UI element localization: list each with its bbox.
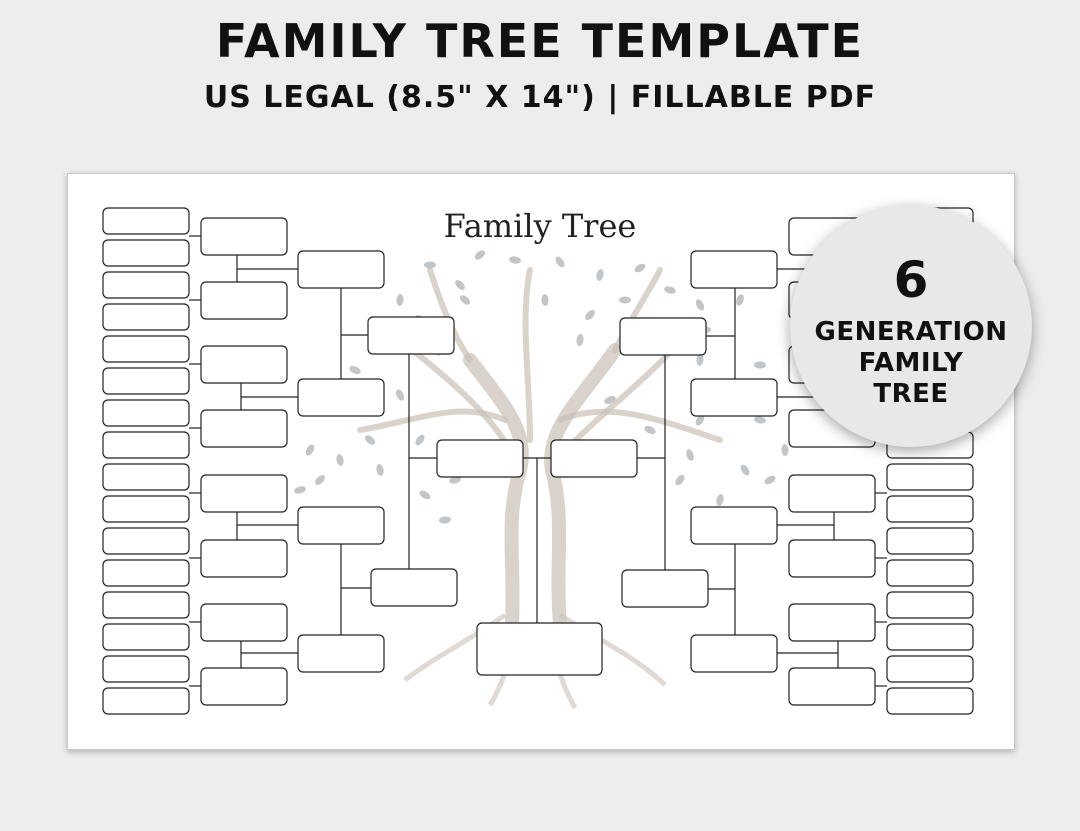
tree-leaf <box>619 296 631 303</box>
tree-leaf <box>715 493 725 506</box>
ancestor-box-gen6[interactable] <box>887 688 973 714</box>
ancestor-box-gen6[interactable] <box>103 400 189 426</box>
ancestor-box-gen6[interactable] <box>103 688 189 714</box>
ancestor-box-gen5[interactable] <box>201 540 287 577</box>
tree-branch <box>470 360 522 625</box>
ancestor-box-gen4[interactable] <box>298 379 384 416</box>
tree-leaf <box>754 361 766 368</box>
ancestor-box-gen6[interactable] <box>887 496 973 522</box>
ancestor-box-gen4[interactable] <box>691 635 777 672</box>
tree-leaf <box>633 262 647 274</box>
ancestor-box-gen6[interactable] <box>103 624 189 650</box>
parent-box-left[interactable] <box>437 440 523 477</box>
tree-leaf <box>554 255 567 269</box>
tree-leaf <box>396 294 404 306</box>
tree-branch <box>551 350 615 625</box>
tree-leaf <box>509 256 522 265</box>
tree-leaf <box>473 249 487 262</box>
ancestor-box-gen5[interactable] <box>789 668 875 705</box>
badge-number: 6 <box>790 251 1032 309</box>
ancestor-box-gen3[interactable] <box>368 317 454 354</box>
ancestor-box-gen6[interactable] <box>103 656 189 682</box>
ancestor-box-gen6[interactable] <box>103 496 189 522</box>
tree-leaf <box>293 485 306 495</box>
tree-branch <box>526 270 530 440</box>
tree-leaf <box>418 489 432 501</box>
ancestor-box-gen6[interactable] <box>887 560 973 586</box>
ancestor-box-gen6[interactable] <box>103 528 189 554</box>
ancestor-box-gen6[interactable] <box>887 528 973 554</box>
ancestor-box-gen4[interactable] <box>691 507 777 544</box>
tree-leaf <box>313 473 326 486</box>
tree-leaf <box>739 463 752 477</box>
ancestor-box-gen6[interactable] <box>887 624 973 650</box>
tree-leaf <box>348 364 362 375</box>
ancestor-box-gen5[interactable] <box>201 346 287 383</box>
ancestor-box-gen6[interactable] <box>887 656 973 682</box>
ancestor-box-gen5[interactable] <box>789 604 875 641</box>
ancestor-box-gen6[interactable] <box>103 560 189 586</box>
ancestor-box-gen6[interactable] <box>103 432 189 458</box>
ancestor-box-gen3[interactable] <box>620 318 706 355</box>
ancestor-box-gen5[interactable] <box>201 668 287 705</box>
tree-leaf <box>781 444 788 456</box>
tree-leaf <box>583 308 596 321</box>
ancestor-box-gen6[interactable] <box>103 272 189 298</box>
badge-text-line: FAMILY <box>790 348 1032 379</box>
parent-box-right[interactable] <box>551 440 637 477</box>
ancestor-box-gen4[interactable] <box>298 507 384 544</box>
tree-leaf <box>754 416 767 425</box>
tree-leaf <box>363 433 377 446</box>
self-box[interactable] <box>477 623 602 675</box>
ancestor-box-gen6[interactable] <box>103 336 189 362</box>
ancestor-box-gen4[interactable] <box>298 635 384 672</box>
ancestor-box-gen5[interactable] <box>201 410 287 447</box>
ancestor-box-gen6[interactable] <box>103 592 189 618</box>
tree-leaf <box>685 448 695 462</box>
tree-leaf <box>541 294 549 306</box>
connector-lines <box>189 236 887 686</box>
ancestor-box-gen6[interactable] <box>103 368 189 394</box>
ancestor-box-gen6[interactable] <box>103 464 189 490</box>
ancestor-box-gen5[interactable] <box>789 475 875 512</box>
tree-leaf <box>595 268 604 281</box>
ancestor-box-gen4[interactable] <box>298 251 384 288</box>
tree-leaf <box>458 293 472 306</box>
ancestor-box-gen3[interactable] <box>371 569 457 606</box>
badge-text: GENERATION FAMILY TREE <box>790 317 1032 410</box>
tree-leaf <box>375 463 384 476</box>
badge-text-line: GENERATION <box>790 317 1032 348</box>
ancestor-box-gen5[interactable] <box>201 604 287 641</box>
tree-leaf <box>674 473 687 487</box>
tree-leaf <box>414 433 427 447</box>
tree-leaf <box>304 443 316 457</box>
ancestor-box-gen4[interactable] <box>691 251 777 288</box>
tree-leaf <box>453 278 466 292</box>
ancestor-box-gen5[interactable] <box>201 282 287 319</box>
ancestor-box-gen6[interactable] <box>887 592 973 618</box>
ancestor-box-gen6[interactable] <box>103 304 189 330</box>
ancestor-box-gen3[interactable] <box>622 570 708 607</box>
tree-leaf <box>763 474 777 486</box>
ancestor-box-gen5[interactable] <box>789 540 875 577</box>
tree-leaf <box>663 285 676 295</box>
ancestor-box-gen6[interactable] <box>887 464 973 490</box>
tree-leaf <box>576 334 584 347</box>
tree-leaf <box>643 424 657 435</box>
ancestor-box-gen5[interactable] <box>201 475 287 512</box>
badge-text-line: TREE <box>790 379 1032 410</box>
tree-leaf <box>336 453 345 466</box>
tree-leaf <box>694 298 706 312</box>
generation-badge: 6 GENERATION FAMILY TREE <box>790 205 1032 447</box>
ancestor-box-gen4[interactable] <box>691 379 777 416</box>
tree-leaf <box>394 388 406 402</box>
tree-leaf <box>735 293 746 307</box>
tree-leaf <box>424 262 436 269</box>
tree-leaf <box>439 516 452 524</box>
tree-leaf <box>696 354 704 367</box>
